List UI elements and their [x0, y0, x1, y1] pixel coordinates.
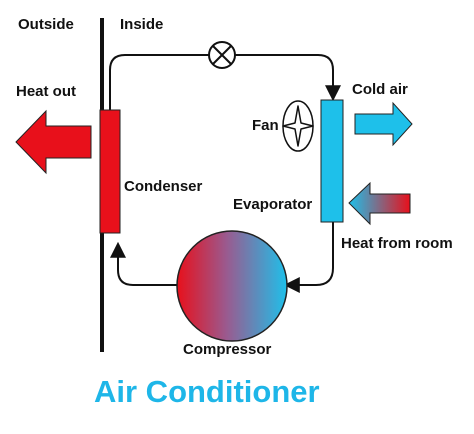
heat-out-label: Heat out	[16, 83, 76, 100]
evaporator-label: Evaporator	[233, 196, 312, 213]
condenser-label: Condenser	[124, 178, 203, 195]
inside-label: Inside	[120, 16, 163, 33]
evaporator-unit	[320, 99, 344, 223]
compressor-label: Compressor	[183, 341, 272, 358]
loop-right-line	[283, 222, 334, 293]
outside-label: Outside	[18, 16, 74, 33]
cold-air-label: Cold air	[352, 81, 408, 98]
heat-out-arrow	[15, 109, 92, 175]
heat-from-room-label: Heat from room	[341, 235, 453, 252]
condenser-unit	[99, 109, 121, 234]
fan-icon	[282, 100, 314, 152]
cold-air-arrow	[354, 101, 413, 147]
heat-from-room-arrow	[348, 181, 411, 226]
fan-label: Fan	[252, 117, 279, 134]
loop-left-line	[110, 241, 178, 286]
compressor-unit	[176, 230, 288, 342]
diagram-title: Air Conditioner	[94, 374, 320, 409]
valve-icon	[208, 41, 236, 69]
